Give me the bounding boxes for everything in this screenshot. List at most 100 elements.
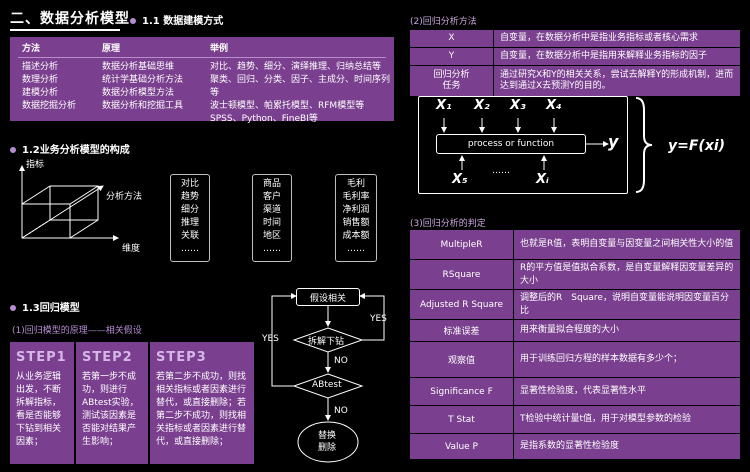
hypothesis-box: 假设相关 — [296, 288, 360, 306]
table-cell: 描述分析 — [22, 62, 59, 72]
col-header-example: 举例 — [210, 44, 229, 54]
process-function-box: process or function — [436, 134, 586, 154]
row-key: 标准误差 — [410, 320, 514, 341]
list-item: 毛利 — [346, 179, 365, 189]
list-item: 毛利率 — [342, 192, 370, 202]
table-row: Adjusted R Square 调整后的R Square，说明自变量能说明因… — [410, 290, 740, 320]
table-row: X 自变量，在数据分析中是指业务指标或者核心需求 — [410, 30, 740, 48]
step3-text: 若第二步不成功，则找相关指标或者因素进行替代，或直接删除；若第二步不成功，则找相… — [156, 372, 247, 447]
table-row: Significance F 显著性检验度，代表显著性水平 — [410, 378, 740, 406]
row-key: Adjusted R Square — [410, 290, 514, 319]
sec2-title: (2)回归分析方法 — [410, 17, 477, 27]
no-label-2: NO — [334, 406, 348, 416]
row-value: 自变量，在数据分析中是指用来解释业务指标的因子 — [500, 51, 708, 61]
flowchart-lines — [271, 293, 385, 463]
row-value: 也就是R值，表明自变量与因变量之间相关性大小的值 — [520, 239, 734, 249]
list-item: …… — [181, 244, 199, 254]
table-row: Y 自变量，在数据分析中是指用来解释业务指标的因子 — [410, 48, 740, 66]
row-key: RSquare — [410, 260, 514, 289]
table-col-principle: 数据分析基础思维 统计学基础分析方法 数据分析模型方法 数据分析和挖掘工具 — [102, 61, 183, 113]
row-key: Significance F — [410, 378, 514, 405]
bullet-icon — [10, 305, 16, 311]
table-cell: 统计学基础分析方法 — [102, 75, 184, 85]
main-title: 二、数据分析模型 — [10, 11, 130, 27]
list-item: 趋势 — [180, 192, 199, 202]
ellipsis-label: …… — [492, 166, 510, 176]
row-value: 用于训练回归方程的样本数据有多少个； — [520, 354, 683, 364]
no-label-1: NO — [334, 356, 348, 366]
list-item: 成本额 — [342, 231, 370, 241]
row-value: 通过研究X和Y的相关关系，尝试去解释Y的形成机制，进而达到通过X去预测Y的目的。 — [500, 70, 734, 91]
yes-label-right: YES — [370, 314, 387, 324]
list-item: 净利润 — [342, 205, 370, 215]
list-item: 渠道 — [262, 205, 281, 215]
axis-method-label: 分析方法 — [106, 192, 143, 202]
step1-title: STEP1 — [16, 350, 67, 365]
modeling-table: 方法 原理 举例 描述分析 数理分析 建模分析 数据挖掘分析 数据分析基础思维 … — [10, 37, 394, 124]
table-cell: 聚类、回归、分类、因子、主成分、时间序列等 — [210, 75, 391, 98]
table-row: MultipleR 也就是R值，表明自变量与因变量之间相关性大小的值 — [410, 230, 740, 260]
table-cell: 波士顿模型、帕累托模型、RFM模型等 — [210, 101, 365, 111]
sec13-title: 1.3回归模型 — [10, 299, 80, 314]
sec11-title: 1.1 数据建模方式 — [130, 12, 223, 27]
list-item: 对比 — [180, 179, 199, 189]
bullet-icon — [10, 147, 16, 153]
list-item: 时间 — [262, 218, 281, 228]
row-key: X — [410, 30, 494, 47]
list-item: 地区 — [262, 231, 281, 241]
abtest-label: ABtest — [312, 380, 342, 390]
step3-title: STEP3 — [156, 350, 207, 365]
table-cell: 数理分析 — [22, 75, 59, 85]
title-underline — [10, 29, 120, 31]
var-x1: X₁ — [436, 98, 452, 113]
list-item: …… — [263, 244, 281, 254]
header-divider — [18, 57, 386, 58]
brace-icon — [635, 97, 653, 193]
bullet-icon — [130, 18, 136, 24]
sec11-title-text: 1.1 数据建模方式 — [142, 16, 224, 27]
drill-down-label: 拆解下钻 — [308, 337, 345, 347]
row-key: MultipleR — [410, 230, 514, 259]
row-key: Value P — [410, 434, 514, 459]
table-cell: 数据分析和挖掘工具 — [102, 101, 184, 111]
step2-text: 若第一步不成功，则进行ABtest实验，测试该因素是否能对结果产生影响； — [82, 372, 139, 447]
list-item: 客户 — [262, 192, 281, 202]
step2-card: STEP2 若第一步不成功，则进行ABtest实验，测试该因素是否能对结果产生影… — [76, 342, 148, 464]
row-key: T Stat — [410, 406, 514, 433]
formula: y=F(xi) — [668, 138, 726, 154]
list-item: 细分 — [180, 205, 199, 215]
step2-title: STEP2 — [82, 350, 133, 365]
table-cell: 建模分析 — [22, 88, 59, 98]
var-x4: X₄ — [546, 98, 562, 113]
var-xi: Xᵢ — [536, 172, 549, 187]
process-arrows — [441, 118, 609, 170]
output-y: y — [608, 132, 619, 151]
var-x2: X₂ — [474, 98, 490, 113]
indicators-box: 毛利 毛利率 净利润 销售额 成本额 …… — [335, 174, 377, 262]
cube-diagram — [19, 165, 119, 241]
list-item: …… — [347, 244, 365, 254]
methods-box: 对比 趋势 细分 推理 关联 …… — [170, 174, 210, 262]
judgment-table: MultipleR 也就是R值，表明自变量与因变量之间相关性大小的值 RSqua… — [410, 230, 740, 460]
table-col-method: 描述分析 数理分析 建模分析 数据挖掘分析 — [22, 61, 76, 113]
sec13-subtitle: (1)回归模型的原理——相关假设 — [12, 326, 142, 336]
row-key: Y — [410, 48, 494, 65]
var-x5: X₅ — [452, 172, 468, 187]
sec12-title-text: 1.2业务分析模型的构成 — [22, 145, 130, 156]
row-value: 是指系数的显著性检验度 — [520, 441, 620, 451]
table-col-example: 对比、趋势、细分、演绎推理、归纳总结等 聚类、回归、分类、因子、主成分、时间序列… — [210, 61, 394, 126]
col-header-method: 方法 — [22, 44, 41, 54]
dimensions-box: 商品 客户 渠道 时间 地区 …… — [252, 174, 292, 262]
row-value: 调整后的R Square，说明自变量能说明因变量百分比 — [520, 292, 729, 316]
regression-method-table: X 自变量，在数据分析中是指业务指标或者核心需求 Y 自变量，在数据分析中是指用… — [410, 30, 740, 96]
var-x3: X₃ — [510, 98, 526, 113]
table-row: Value P 是指系数的显著性检验度 — [410, 434, 740, 460]
step1-card: STEP1 从业务逻辑出发，不断拆解指标，看是否能够下钻到相关因素； — [10, 342, 74, 464]
row-value: R的平方值是值拟合系数，是自变量解释因变量差异的大小 — [520, 262, 734, 286]
table-cell: 数据分析基础思维 — [102, 62, 175, 72]
sec13-title-text: 1.3回归模型 — [22, 303, 80, 314]
list-item: 推理 — [180, 218, 199, 228]
list-item: 商品 — [262, 179, 281, 189]
row-key: 回归分析 任务 — [410, 66, 494, 96]
table-row: T Stat T检验中统计量t值，用于对模型参数的检验 — [410, 406, 740, 434]
